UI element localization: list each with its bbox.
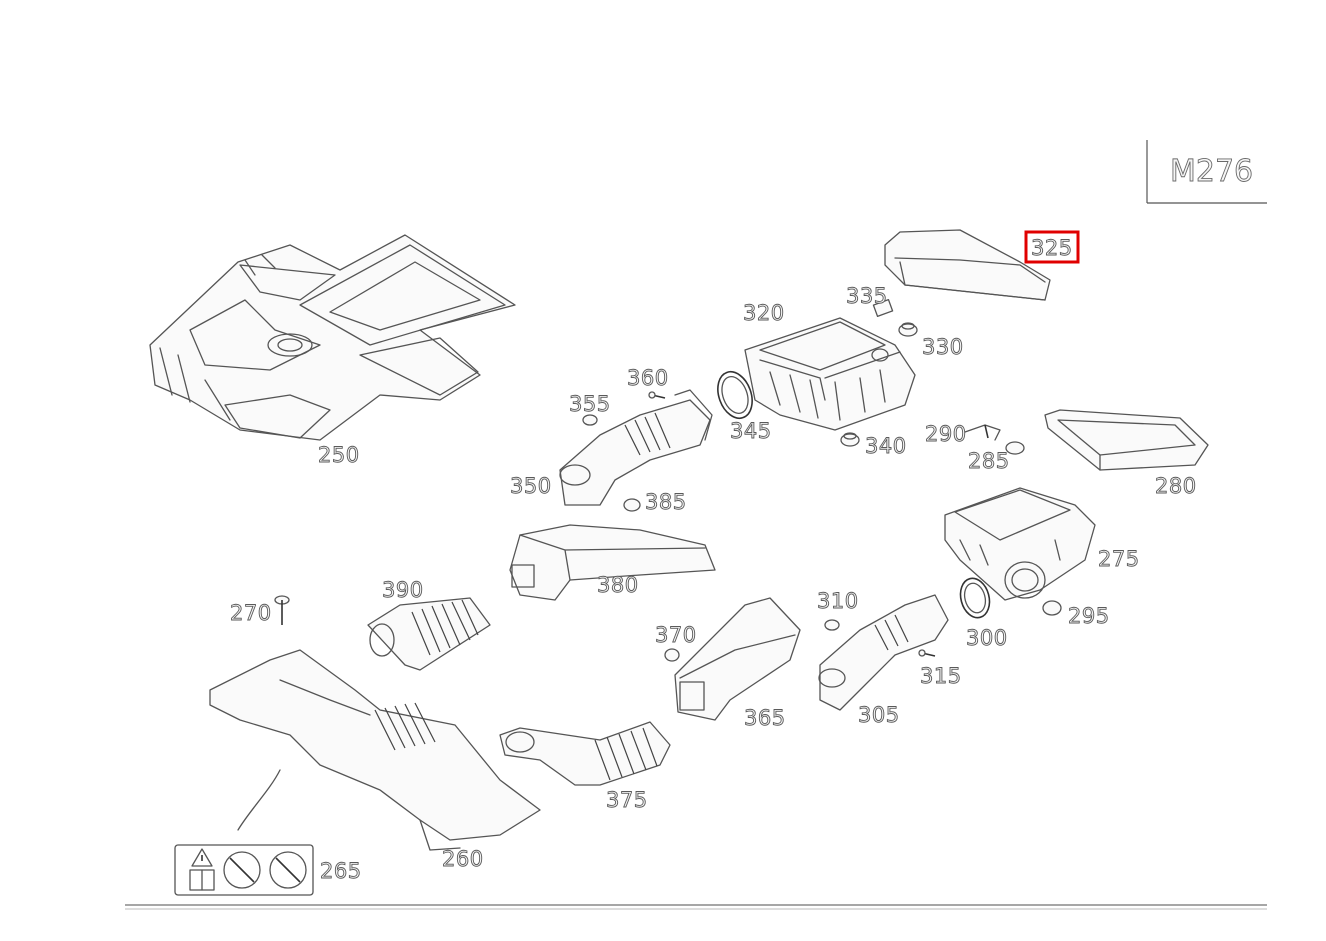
part-label-345[interactable]: 345	[730, 419, 772, 444]
part-285-grommet[interactable]	[1005, 441, 1025, 455]
part-305-intake-pipe[interactable]	[818, 594, 949, 711]
part-265-warning-symbols[interactable]	[174, 844, 314, 896]
part-340-grommet[interactable]	[840, 432, 860, 447]
part-295-grommet[interactable]	[1042, 600, 1062, 616]
part-label-300[interactable]: 300	[966, 626, 1008, 651]
part-375-corrugated-duct[interactable]	[499, 721, 671, 786]
part-label-335[interactable]: 335	[846, 284, 888, 309]
part-275-filter-housing[interactable]	[944, 487, 1096, 601]
part-260-intake-duct[interactable]	[209, 649, 541, 851]
part-label-280[interactable]: 280	[1155, 474, 1197, 499]
part-label-305[interactable]: 305	[858, 703, 900, 728]
part-355-clip[interactable]	[582, 414, 598, 426]
part-290-sensor[interactable]	[964, 424, 1001, 441]
part-label-370[interactable]: 370	[655, 623, 697, 648]
part-320-filter-housing[interactable]	[744, 317, 916, 431]
part-360-screw[interactable]	[648, 391, 666, 399]
part-label-285[interactable]: 285	[968, 449, 1010, 474]
no-tools-icon	[223, 851, 261, 889]
part-365-air-duct[interactable]	[674, 597, 801, 721]
manual-icon	[189, 869, 215, 891]
part-label-340[interactable]: 340	[865, 434, 907, 459]
part-380-air-duct[interactable]	[509, 524, 716, 601]
part-label-360[interactable]: 360	[627, 366, 669, 391]
part-label-315[interactable]: 315	[920, 664, 962, 689]
part-250-engine-cover[interactable]	[149, 234, 516, 441]
part-330-grommet[interactable]	[898, 322, 918, 337]
no-tools-icon	[269, 851, 307, 889]
part-315-screw[interactable]	[918, 649, 936, 657]
part-label-385[interactable]: 385	[645, 490, 687, 515]
part-label-290[interactable]: 290	[925, 422, 967, 447]
part-300-seal-ring[interactable]	[956, 575, 993, 621]
part-370-clip[interactable]	[664, 648, 680, 662]
part-label-275[interactable]: 275	[1098, 547, 1140, 572]
part-350-intake-pipe[interactable]	[559, 389, 713, 506]
part-390-corrugated-duct[interactable]	[367, 597, 491, 671]
part-label-350[interactable]: 350	[510, 474, 552, 499]
model-code: M276	[1170, 154, 1253, 189]
part-label-380[interactable]: 380	[597, 573, 639, 598]
part-270-bolt[interactable]	[274, 595, 290, 625]
part-325-filter-element[interactable]	[884, 229, 1051, 301]
part-label-375[interactable]: 375	[606, 788, 648, 813]
part-label-295[interactable]: 295	[1068, 604, 1110, 629]
part-label-355[interactable]: 355	[569, 392, 611, 417]
part-label-320[interactable]: 320	[743, 301, 785, 326]
part-345-seal-ring[interactable]	[712, 367, 758, 423]
part-label-390[interactable]: 390	[382, 578, 424, 603]
part-label-265[interactable]: 265	[320, 859, 362, 884]
highlight-box	[1024, 230, 1080, 264]
part-385-clip[interactable]	[623, 498, 641, 512]
part-label-330[interactable]: 330	[922, 335, 964, 360]
warning-icon	[191, 848, 213, 867]
model-label-frame: M276	[1146, 140, 1267, 204]
part-label-325[interactable]: 325	[1031, 236, 1073, 261]
part-label-270[interactable]: 270	[230, 601, 272, 626]
part-280-filter-element[interactable]	[1044, 409, 1209, 471]
part-label-365[interactable]: 365	[744, 706, 786, 731]
part-335-clip[interactable]	[872, 298, 894, 318]
part-label-310[interactable]: 310	[817, 589, 859, 614]
part-label-250[interactable]: 250	[318, 443, 360, 468]
part-310-clip[interactable]	[824, 619, 840, 631]
part-label-260[interactable]: 260	[442, 847, 484, 872]
